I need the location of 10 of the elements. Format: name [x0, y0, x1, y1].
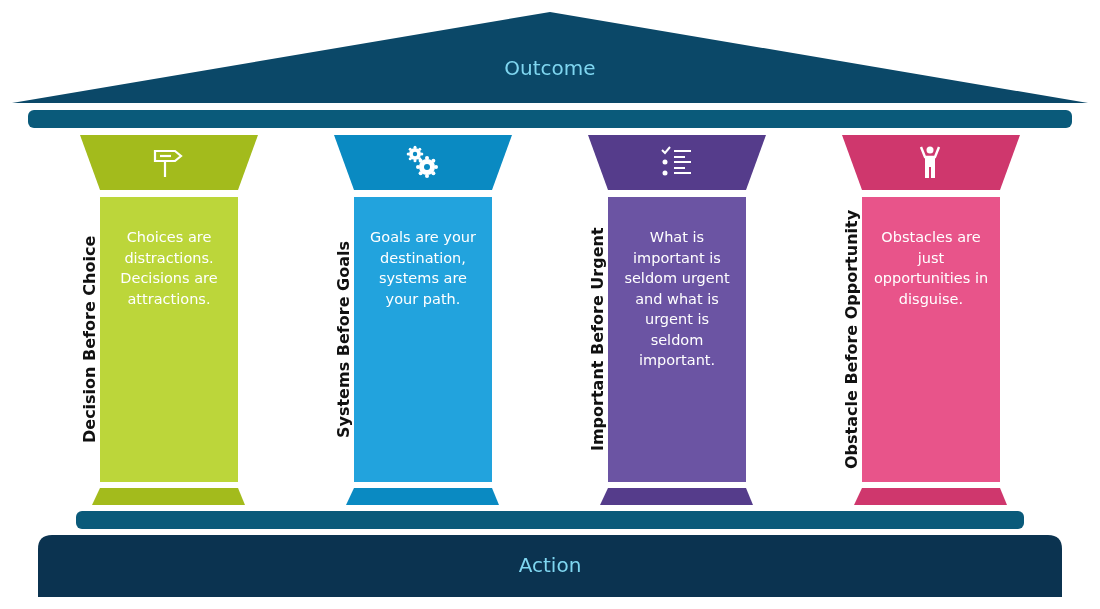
roof-label: Outcome [503, 56, 597, 80]
column-heading: Obstacle Before Opportunity [840, 208, 862, 472]
column-text: Obstacles are just opportunities in disguise. [872, 228, 990, 309]
column-text: What is important is seldom urgent and what is urgent is seldom important. [623, 228, 731, 370]
column-text: Choices are distractions. Decisions are attractions. [119, 228, 219, 309]
column-heading: Important Before Urgent [586, 226, 608, 454]
column-heading: Decision Before Choice [78, 234, 100, 446]
base-label: Action [517, 553, 583, 577]
column-heading: Systems Before Goals [332, 240, 354, 440]
column-text: Goals are your destination, systems are your path. [369, 228, 477, 309]
